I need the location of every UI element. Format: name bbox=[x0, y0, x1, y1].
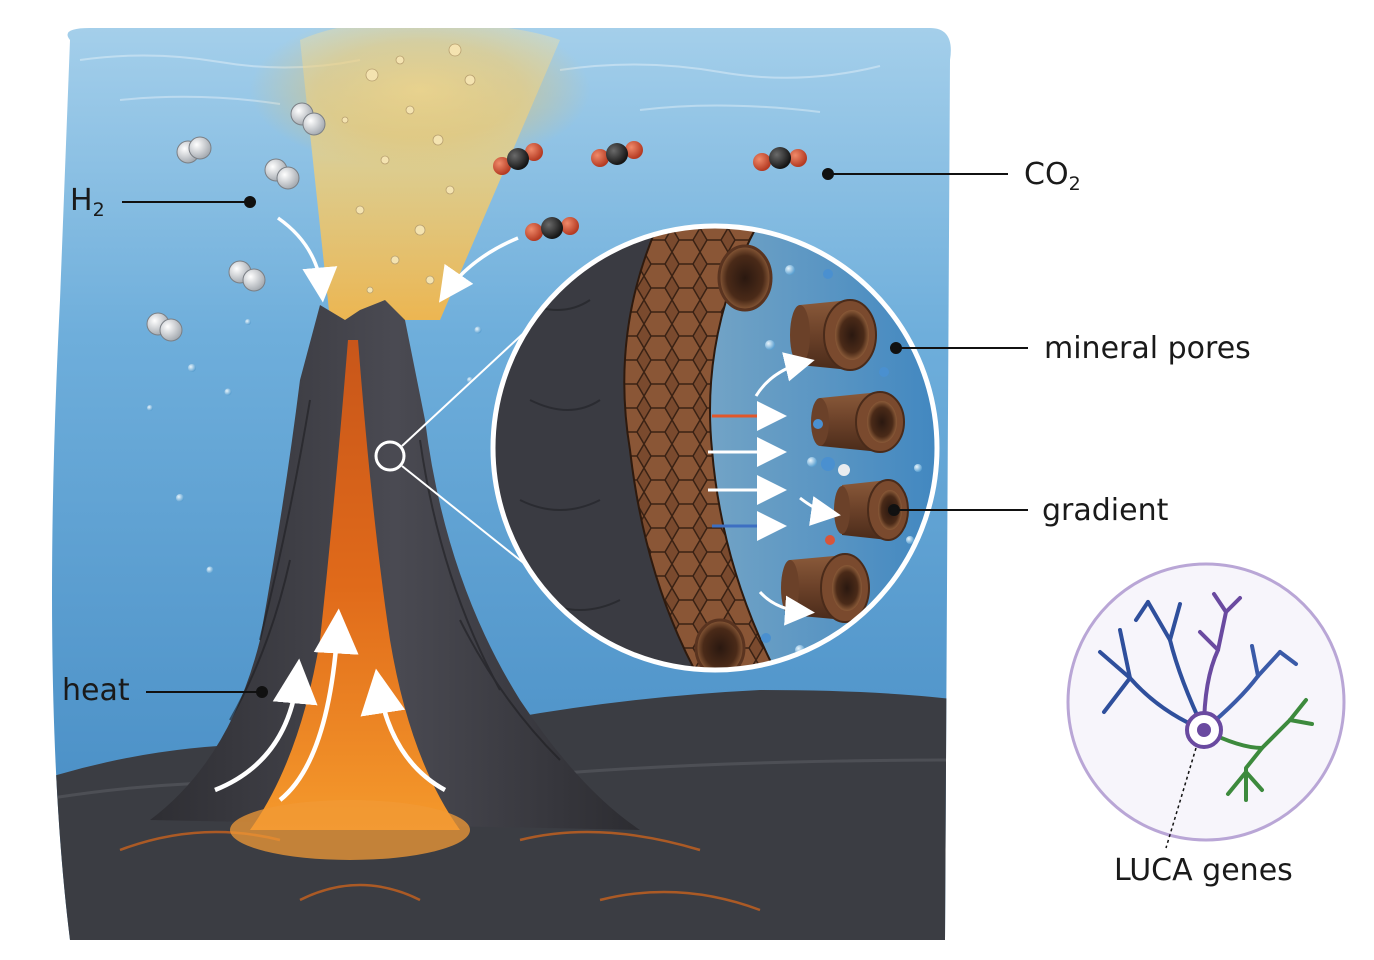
h2-molecule-icon bbox=[290, 102, 326, 136]
lava-core bbox=[250, 340, 460, 830]
label-mineral-pores: mineral pores bbox=[1044, 331, 1251, 366]
h2-molecule-icon bbox=[176, 136, 212, 164]
plume-particles bbox=[341, 43, 476, 294]
gradient-arrows bbox=[708, 352, 841, 626]
co2-molecule-icon bbox=[753, 147, 807, 171]
label-gradient: gradient bbox=[1042, 493, 1169, 528]
luca-tree-inset bbox=[1066, 562, 1346, 849]
h2-molecule-icon bbox=[228, 260, 266, 292]
h2-molecule-icon bbox=[264, 158, 300, 190]
magnified-inset bbox=[490, 223, 940, 673]
inset-dark-rock bbox=[493, 226, 700, 670]
zoom-marker bbox=[374, 440, 406, 472]
co2-molecule-icon bbox=[591, 141, 643, 167]
wall-pore bbox=[717, 244, 773, 312]
label-heat: heat bbox=[62, 673, 130, 708]
label-co2: CO2 bbox=[1024, 157, 1081, 195]
inflow-arrows bbox=[276, 216, 519, 303]
co2-molecule-icon bbox=[493, 143, 543, 175]
label-h2: H2 bbox=[70, 183, 105, 221]
h2-molecule-icon bbox=[146, 312, 183, 342]
pore-tube bbox=[790, 299, 877, 371]
label-luca-genes: LUCA genes bbox=[1114, 853, 1293, 888]
wall-pore bbox=[694, 618, 746, 670]
co2-molecule-icon bbox=[525, 217, 579, 241]
heat-arrows bbox=[214, 608, 447, 802]
leader-lines bbox=[122, 168, 1028, 698]
vent-chimney bbox=[150, 300, 640, 830]
mineral-wall bbox=[623, 226, 782, 670]
pore-tube bbox=[811, 391, 905, 453]
